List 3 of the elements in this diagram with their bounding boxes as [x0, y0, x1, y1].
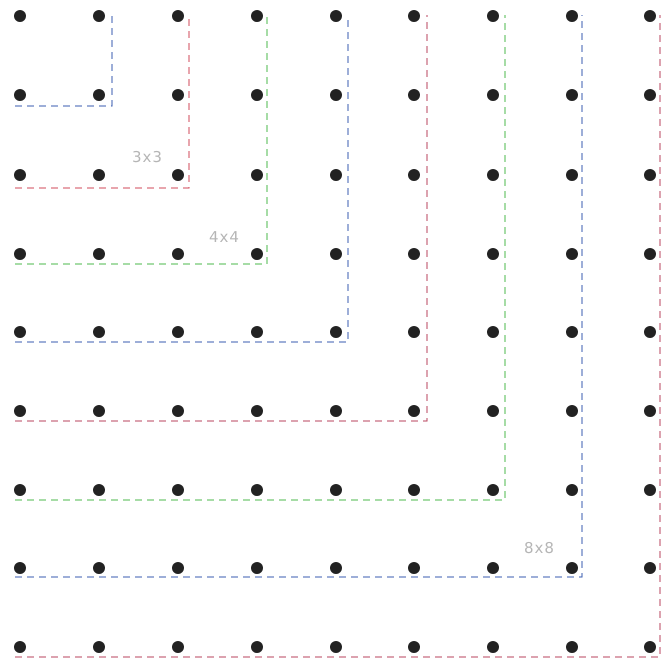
size-label: 3x3 [132, 148, 163, 166]
size-label: 4x4 [209, 228, 240, 246]
size-label: 8x8 [524, 539, 555, 557]
